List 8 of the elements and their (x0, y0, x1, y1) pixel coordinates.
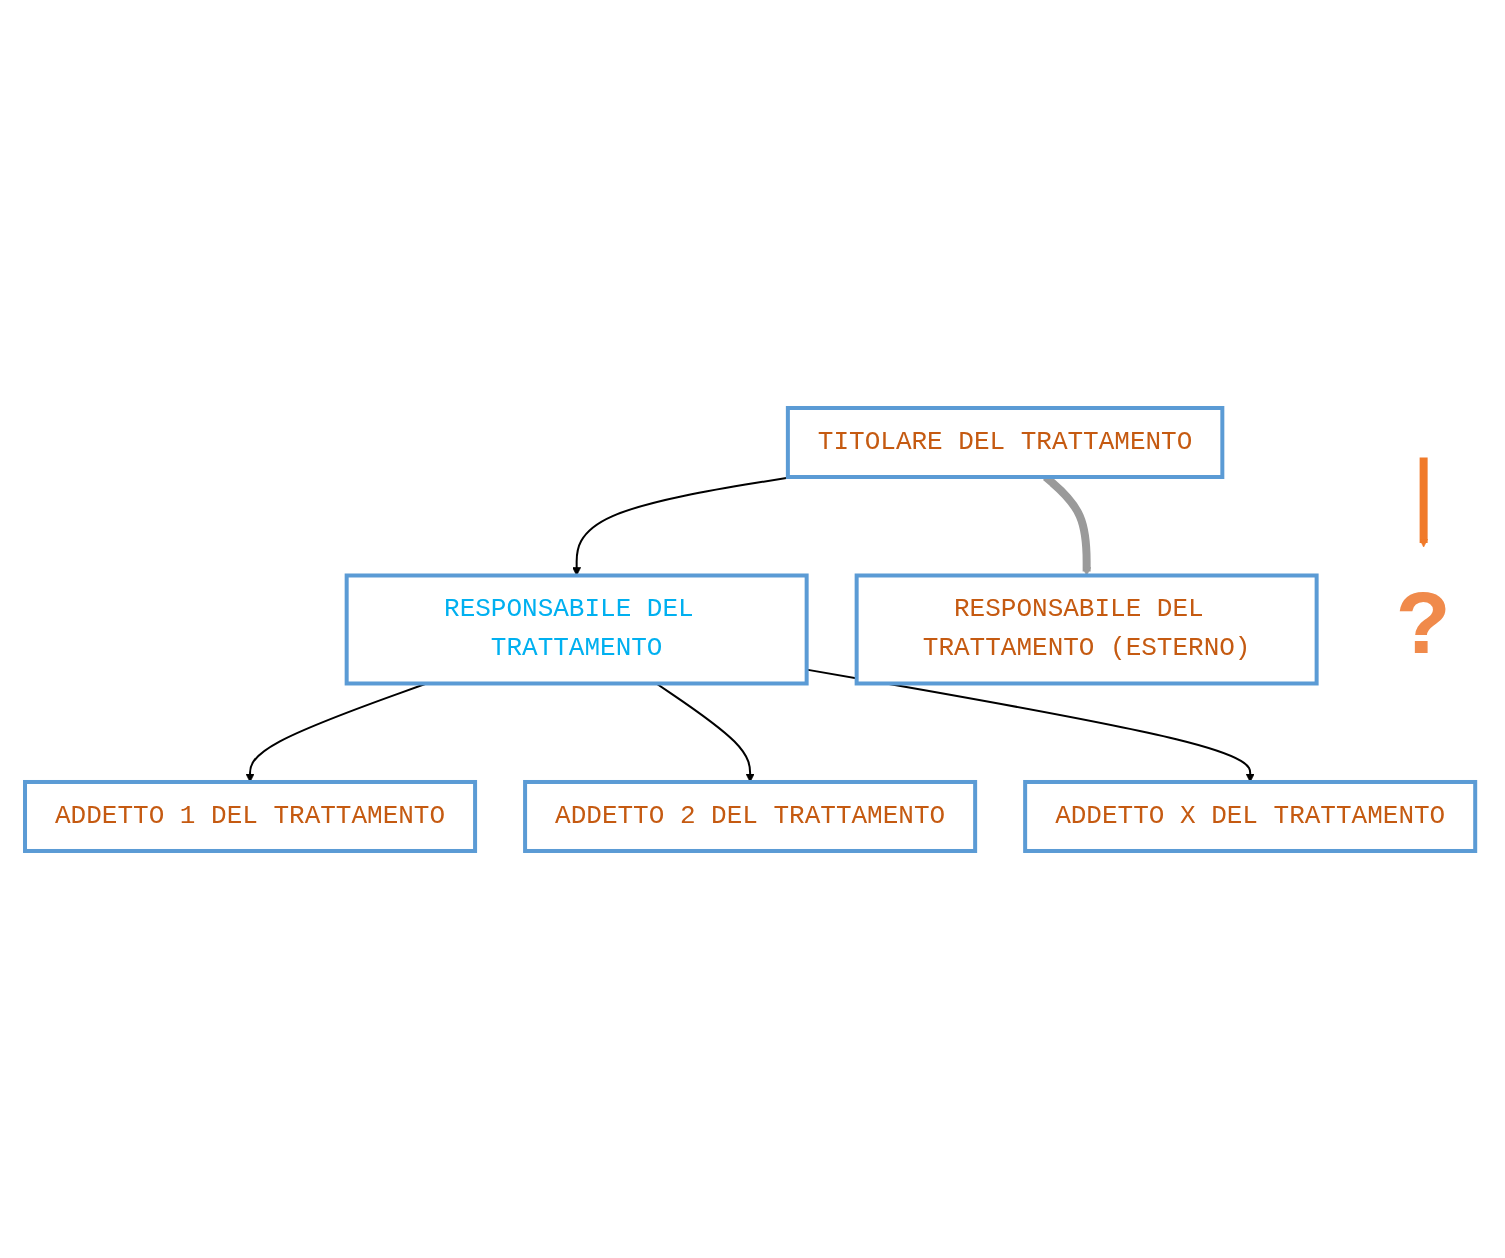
node-box: ADDETTO 1 DEL TRATTAMENTO (22, 779, 477, 853)
node-box: TITOLARE DEL TRATTAMENTO (785, 405, 1224, 479)
arrow (655, 682, 755, 782)
node-box: RESPONSABILE DEL TRATTAMENTO (344, 573, 809, 685)
node-text: ? (1396, 577, 1451, 680)
node-box: ADDETTO 2 DEL TRATTAMENTO (522, 779, 977, 853)
node-box: ADDETTO X DEL TRATTAMENTO (1022, 779, 1477, 853)
node-box: RESPONSABILE DEL TRATTAMENTO (ESTERNO) (854, 573, 1319, 685)
